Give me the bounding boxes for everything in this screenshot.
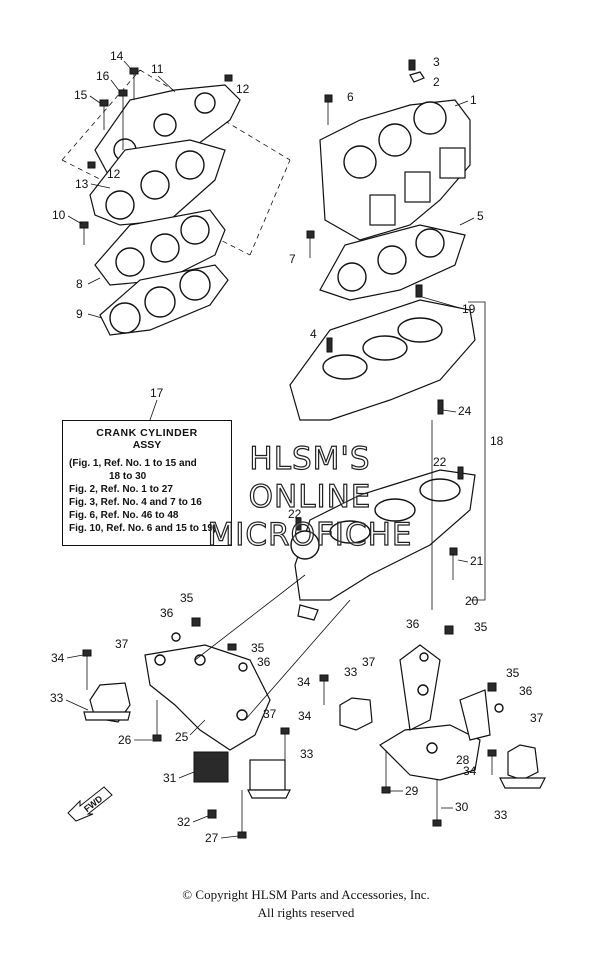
callout-22-right: 22 bbox=[433, 455, 447, 469]
mount-bracket-left bbox=[144, 644, 271, 751]
callout-33-b: 33 bbox=[300, 747, 314, 761]
bolt-7 bbox=[306, 230, 315, 239]
callout-4: 4 bbox=[310, 327, 317, 341]
callout-34-a: 34 bbox=[51, 651, 65, 665]
callout-34-b: 34 bbox=[298, 709, 312, 723]
engine-mount-right bbox=[339, 697, 546, 789]
callout-27: 27 bbox=[205, 831, 219, 845]
info-box-ref-line: Fig. 10, Ref. No. 6 and 15 to 19) bbox=[69, 523, 217, 534]
callout-20: 20 bbox=[465, 594, 479, 608]
mount-bolts-right bbox=[319, 625, 504, 827]
callout-1: 1 bbox=[470, 93, 477, 107]
callout-28: 28 bbox=[456, 753, 470, 767]
callout-14: 14 bbox=[110, 49, 124, 63]
callout-9: 9 bbox=[76, 307, 83, 321]
callout-35-c: 35 bbox=[474, 620, 488, 634]
head-bolts bbox=[79, 67, 233, 245]
callout-18: 18 bbox=[490, 434, 504, 448]
callout-37-d: 37 bbox=[530, 711, 544, 725]
mount-bolts-left bbox=[82, 617, 290, 839]
callout-16: 16 bbox=[96, 69, 110, 83]
info-box-ref-line: Fig. 2, Ref. No. 1 to 27 bbox=[69, 484, 173, 495]
info-box-title: CRANK CYLINDER bbox=[96, 427, 198, 439]
callout-6: 6 bbox=[347, 90, 354, 104]
callout-37-c: 37 bbox=[362, 655, 376, 669]
cylinder-head-group bbox=[61, 69, 291, 336]
crank-cylinder-info-box: CRANK CYLINDER ASSY (Fig. 1, Ref. No. 1 … bbox=[62, 420, 232, 546]
mount-bracket-right bbox=[379, 644, 491, 781]
callout-35-a: 35 bbox=[180, 591, 194, 605]
callout-35-d: 35 bbox=[506, 666, 520, 680]
callout-10: 10 bbox=[52, 208, 66, 222]
callout-2: 2 bbox=[433, 75, 440, 89]
callout-21: 21 bbox=[470, 554, 484, 568]
info-box-ref-line: Fig. 6, Ref. No. 46 to 48 bbox=[69, 510, 179, 521]
callout-37-b: 37 bbox=[263, 707, 277, 721]
callout-34-d: 34 bbox=[463, 764, 477, 778]
callout-31: 31 bbox=[163, 771, 177, 785]
callout-32: 32 bbox=[177, 815, 191, 829]
callout-5: 5 bbox=[477, 209, 484, 223]
callout-26: 26 bbox=[118, 733, 132, 747]
callout-37-a: 37 bbox=[115, 637, 129, 651]
callout-12-right: 12 bbox=[236, 82, 250, 96]
info-box-ref-line: 18 to 30 bbox=[109, 471, 147, 482]
callout-13: 13 bbox=[75, 177, 89, 191]
callout-36-b: 36 bbox=[257, 655, 271, 669]
callout-3: 3 bbox=[433, 55, 440, 69]
copyright-line: © Copyright HLSM Parts and Accessories, … bbox=[182, 887, 430, 902]
callout-36-d: 36 bbox=[519, 684, 533, 698]
callout-12-left: 12 bbox=[107, 167, 121, 181]
callout-25: 25 bbox=[175, 730, 189, 744]
forward-arrow-icon: FWD bbox=[67, 786, 113, 822]
crankcase-upper bbox=[289, 284, 476, 421]
callout-7: 7 bbox=[289, 252, 296, 266]
callout-29: 29 bbox=[405, 784, 419, 798]
callout-36-a: 36 bbox=[160, 606, 174, 620]
base-gasket bbox=[319, 224, 466, 301]
info-box-ref-line: Fig. 3, Ref. No. 4 and 7 to 16 bbox=[69, 497, 202, 508]
info-box-subtitle: ASSY bbox=[132, 439, 162, 451]
callout-35-b: 35 bbox=[251, 641, 265, 655]
callout-numbers: 1 2 3 4 5 6 7 8 9 10 11 12 12 13 14 15 1… bbox=[50, 49, 544, 845]
crankcase-lower bbox=[290, 466, 476, 621]
callout-36-c: 36 bbox=[406, 617, 420, 631]
callout-24: 24 bbox=[458, 404, 472, 418]
callout-22-left: 22 bbox=[288, 507, 302, 521]
callout-19: 19 bbox=[462, 302, 476, 316]
callout-33-d: 33 bbox=[494, 808, 508, 822]
info-box-ref-line: (Fig. 1, Ref. No. 1 to 15 and bbox=[69, 458, 197, 469]
callout-34-c: 34 bbox=[297, 675, 311, 689]
engine-mount-left bbox=[83, 682, 291, 799]
callout-17: 17 bbox=[150, 386, 164, 400]
callout-8: 8 bbox=[76, 277, 83, 291]
callout-15: 15 bbox=[74, 88, 88, 102]
callout-33-c: 33 bbox=[344, 665, 358, 679]
rights-line: All rights reserved bbox=[257, 905, 355, 920]
callout-33-a: 33 bbox=[50, 691, 64, 705]
callout-30: 30 bbox=[455, 800, 469, 814]
callout-11: 11 bbox=[151, 62, 164, 76]
cylinder-block bbox=[319, 59, 471, 241]
